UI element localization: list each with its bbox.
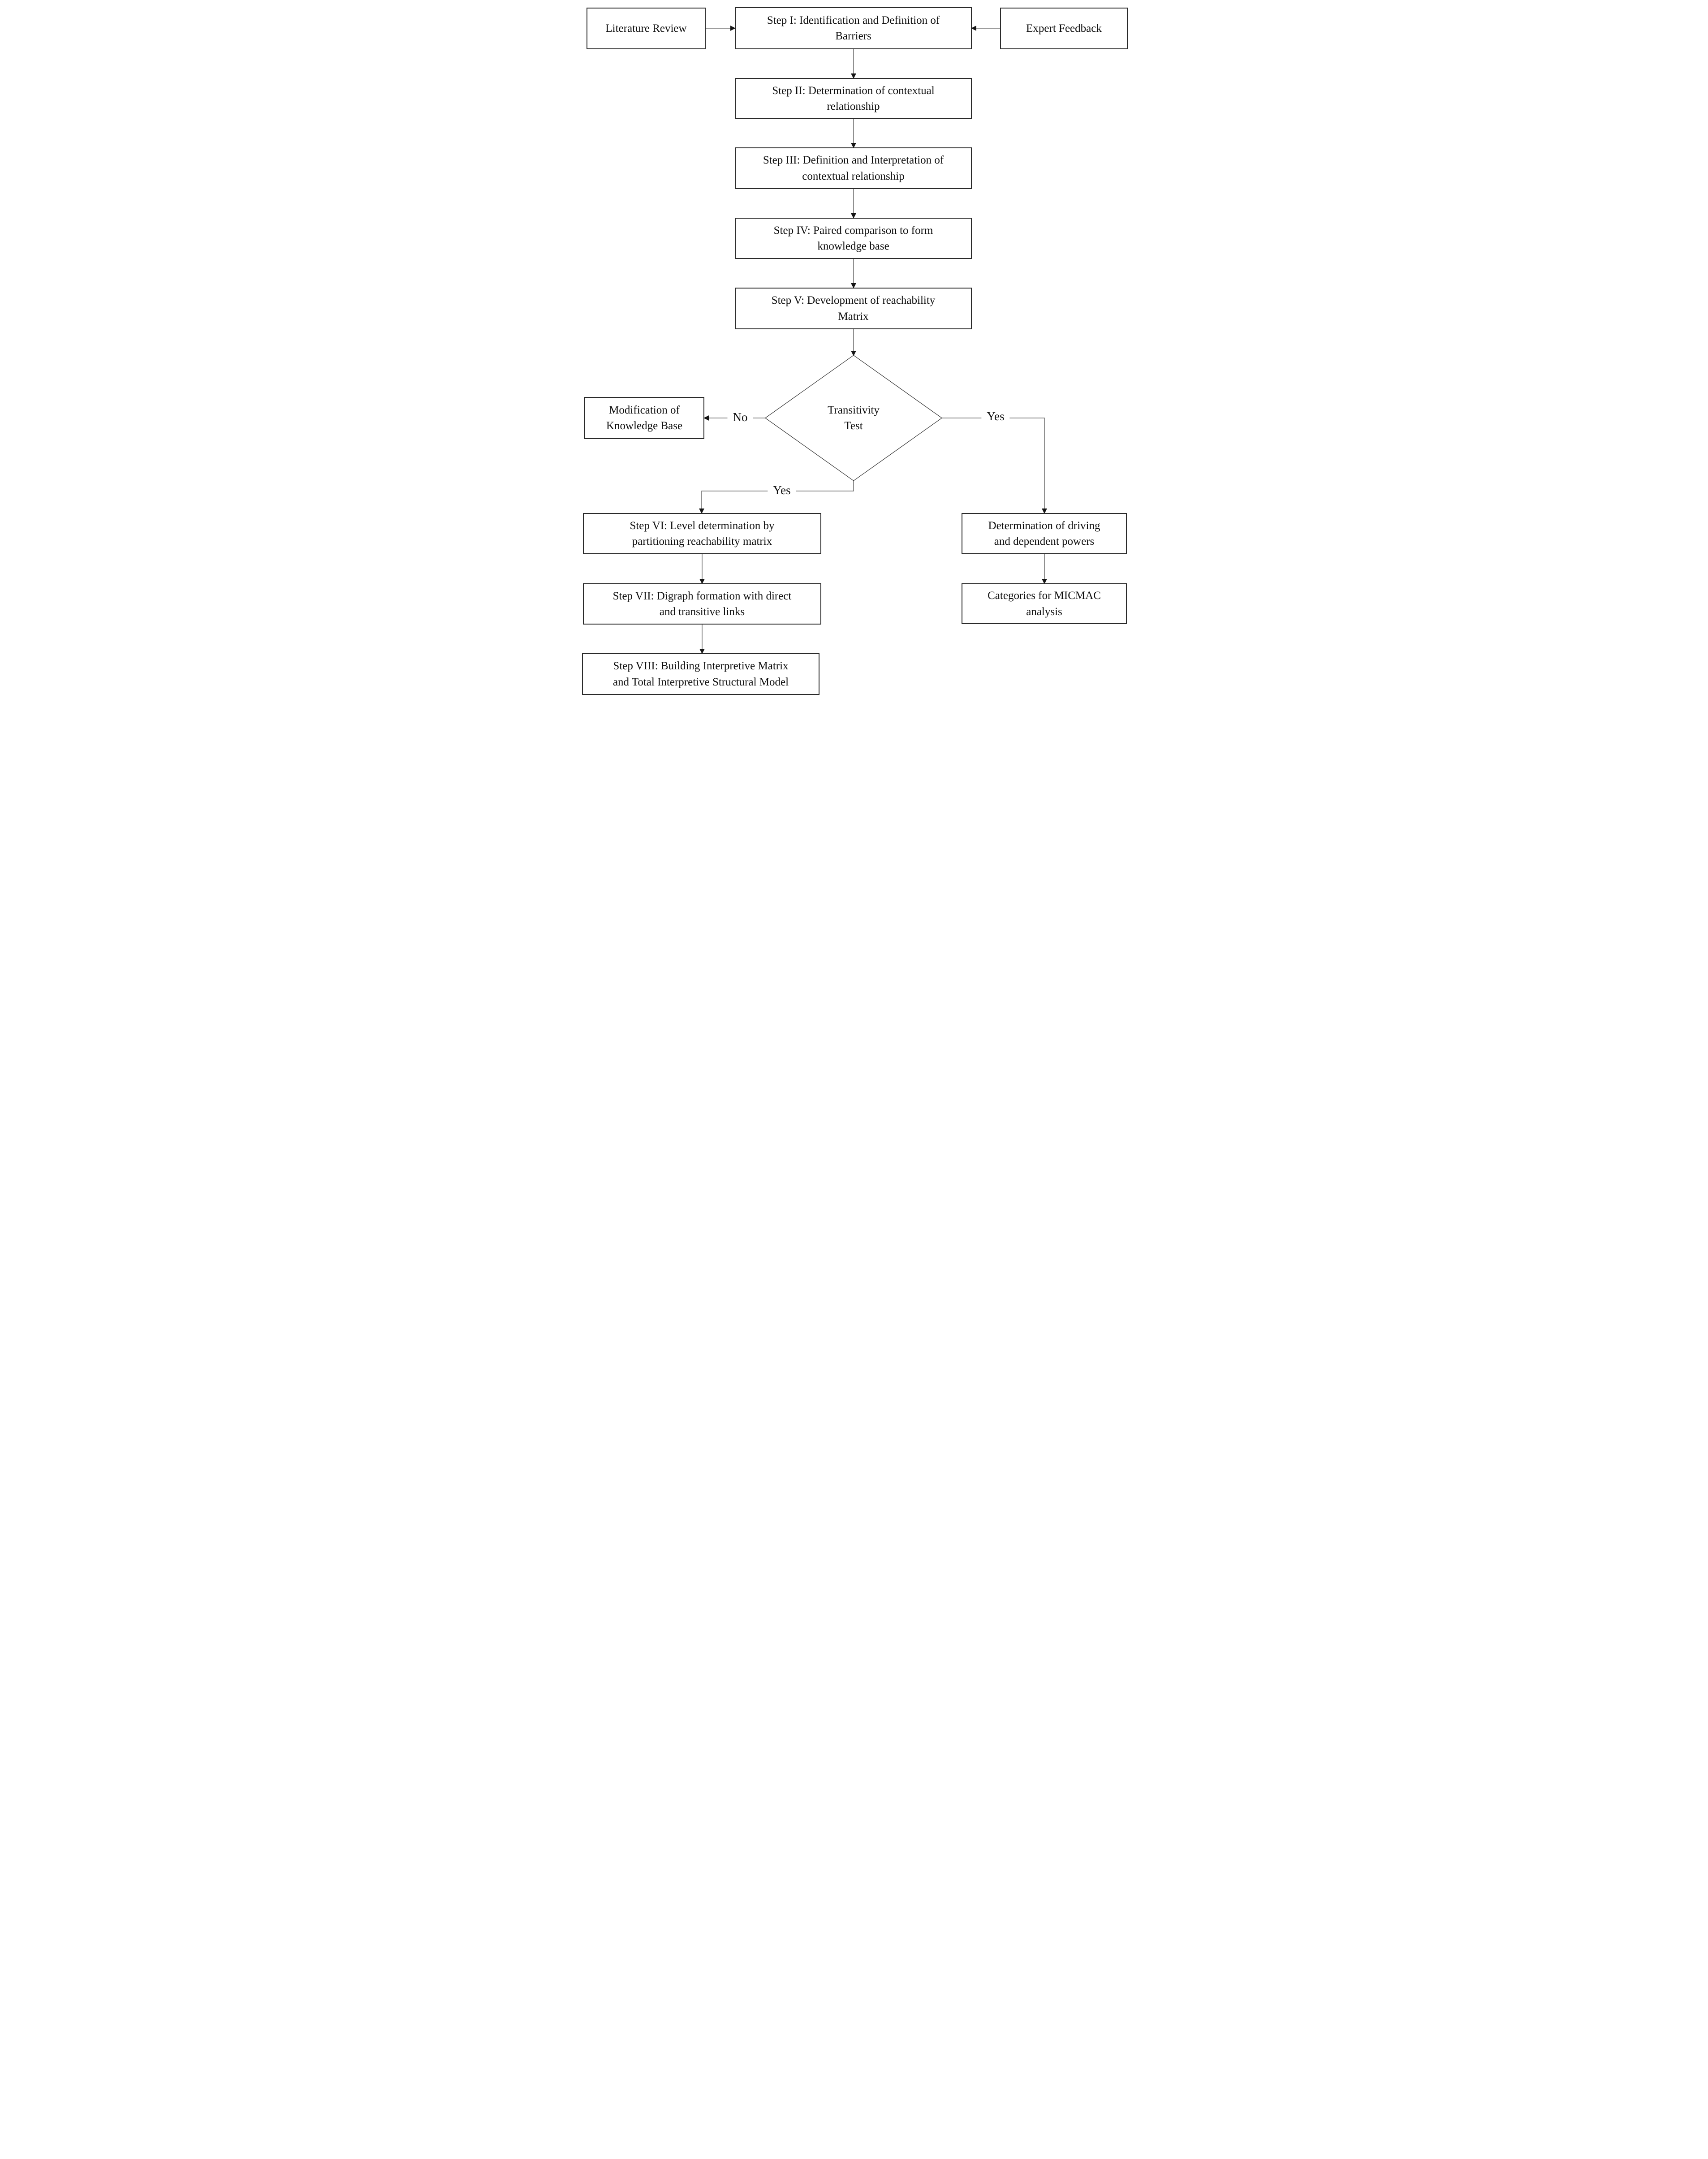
edge-label-no-label: No (727, 409, 753, 425)
step-2-label: Step II: Determination of contextual rel… (772, 84, 935, 113)
step-7-label: Step VII: Digraph formation with direct … (612, 590, 792, 618)
step-1-label: Step I: Identification and Definition of… (767, 14, 940, 43)
determination-of-driving-and-dependent-powers-label: Determination of driving and dependent p… (988, 519, 1100, 548)
node-step-6: Step VI: Level determination by partitio… (583, 513, 821, 554)
node-step-2: Step II: Determination of contextual rel… (735, 78, 972, 119)
node-step-8: Step VIII: Building Interpretive Matrix … (582, 653, 819, 695)
step-8-label: Step VIII: Building Interpretive Matrix … (612, 660, 789, 688)
node-transitivity-test: Transitivity Test (802, 390, 905, 446)
transitivity-test-label: Transitivity Test (828, 404, 880, 432)
node-step-7: Step VII: Digraph formation with direct … (583, 583, 821, 625)
step-3-label: Step III: Definition and Interpretation … (763, 154, 944, 182)
expert-feedback-label: Expert Feedback (1026, 22, 1102, 34)
edge-label-yes-right-label: Yes (981, 409, 1010, 424)
node-step-1: Step I: Identification and Definition of… (735, 7, 972, 49)
step-6-label: Step VI: Level determination by partitio… (630, 519, 775, 548)
node-expert-feedback: Expert Feedback (1000, 8, 1128, 49)
step-4-label: Step IV: Paired comparison to form knowl… (773, 224, 933, 253)
node-step-4: Step IV: Paired comparison to form knowl… (735, 218, 972, 259)
categories-for-micmac-analysis-label: Categories for MICMAC analysis (988, 590, 1101, 618)
connector-transitivity-yes-to-determination (942, 418, 1047, 514)
node-modification-of-knowledge-base: Modification of Knowledge Base (584, 397, 704, 439)
literature-review-label: Literature Review (605, 22, 687, 34)
connector-layer (699, 26, 1047, 654)
edge-label-yes-bottom-label: Yes (768, 483, 796, 498)
node-step-3: Step III: Definition and Interpretation … (735, 147, 972, 189)
node-literature-review: Literature Review (587, 8, 706, 49)
node-categories-for-micmac-analysis: Categories for MICMAC analysis (962, 583, 1127, 624)
transitivity-test-diamond-shape (764, 355, 943, 481)
node-determination-of-driving-and-dependent-powers: Determination of driving and dependent p… (962, 513, 1127, 554)
node-step-5: Step V: Development of reachability Matr… (735, 288, 972, 329)
ism-methodology-flowchart: Literature Review Step I: Identification … (576, 0, 1132, 702)
step-5-label: Step V: Development of reachability Matr… (771, 294, 936, 323)
modification-of-knowledge-base-label: Modification of Knowledge Base (606, 404, 683, 432)
